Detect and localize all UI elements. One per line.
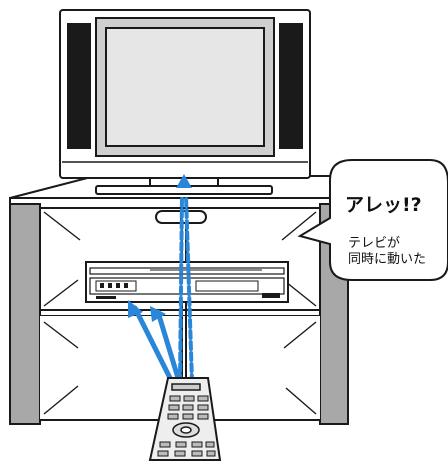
tv-left-speaker [68,24,90,148]
tv-screen [106,28,264,146]
bubble-line-2: 同時に動いた [348,248,426,267]
bubble-exclamation: アレッ!? [345,190,422,217]
stand-left-panel [10,204,40,424]
tv-right-speaker [280,24,302,148]
television-icon [60,10,310,194]
